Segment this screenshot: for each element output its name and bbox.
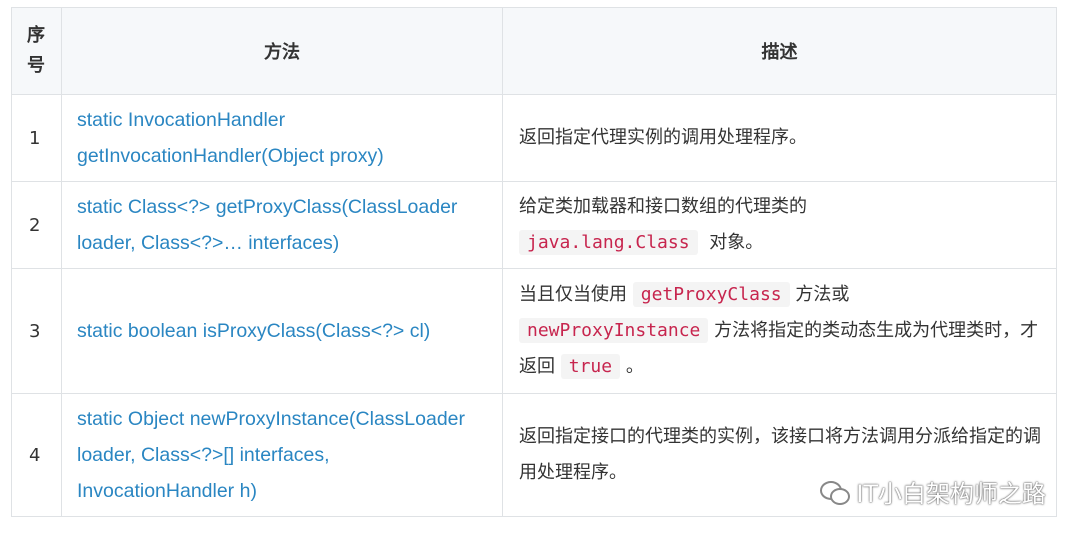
- header-method: 方法: [61, 7, 503, 95]
- table-row: 4 static Object newProxyInstance(ClassLo…: [11, 393, 1057, 517]
- description-cell: 当且仅当使用 getProxyClass 方法或 newProxyInstanc…: [502, 268, 1057, 394]
- method-text: loader, Class<?>[] interfaces,: [77, 444, 330, 466]
- method-cell: static InvocationHandler getInvocationHa…: [61, 94, 503, 182]
- header-description: 描述: [502, 7, 1057, 95]
- row-index: 4: [11, 393, 62, 517]
- method-text: InvocationHandler h): [77, 480, 257, 502]
- table-header-row: 序号 方法 描述: [11, 7, 1057, 95]
- method-text: static Class<?> getProxyClass(ClassLoade…: [77, 196, 458, 218]
- description-cell: 返回指定接口的代理类的实例，该接口将方法调用分派给指定的调用处理程序。: [502, 393, 1057, 517]
- method-text: static InvocationHandler: [77, 109, 286, 131]
- method-cell: static boolean isProxyClass(Class<?> cl): [61, 268, 503, 394]
- table-row: 2 static Class<?> getProxyClass(ClassLoa…: [11, 181, 1057, 269]
- watermark-text: IT小白架构师之路: [856, 480, 1046, 508]
- inline-code: newProxyInstance: [519, 318, 709, 343]
- inline-code: getProxyClass: [632, 282, 790, 307]
- method-text: getInvocationHandler(Object proxy): [77, 145, 384, 167]
- row-index: 1: [11, 94, 62, 182]
- method-text: static boolean isProxyClass(Class<?> cl): [77, 320, 431, 342]
- inline-code: true: [560, 354, 621, 379]
- description-text: 。: [625, 356, 644, 377]
- watermark: IT小白架构师之路: [820, 474, 1046, 509]
- method-cell: static Object newProxyInstance(ClassLoad…: [61, 393, 503, 517]
- header-index: 序号: [11, 7, 62, 95]
- method-cell: static Class<?> getProxyClass(ClassLoade…: [61, 181, 503, 269]
- table-row: 1 static InvocationHandler getInvocation…: [11, 94, 1057, 182]
- description-cell: 给定类加载器和接口数组的代理类的 java.lang.Class 对象。: [502, 181, 1057, 269]
- description-text: 方法或: [795, 284, 850, 305]
- description-text: 当且仅当使用: [519, 284, 627, 305]
- row-index: 2: [11, 181, 62, 269]
- wechat-icon: [820, 479, 851, 505]
- table-row: 3 static boolean isProxyClass(Class<?> c…: [11, 268, 1057, 394]
- method-text: static Object newProxyInstance(ClassLoad…: [77, 408, 466, 430]
- description-text: 方法将指定的类动态生成为代理类时，才返回: [519, 320, 1039, 377]
- method-text: loader, Class<?>… interfaces): [77, 232, 340, 254]
- description-cell: 返回指定代理实例的调用处理程序。: [502, 94, 1057, 182]
- inline-code: java.lang.Class: [519, 230, 698, 255]
- proxy-methods-table: 序号 方法 描述 1 static InvocationHandler getI…: [11, 7, 1057, 517]
- description-text: 给定类加载器和接口数组的代理类的: [519, 196, 807, 217]
- row-index: 3: [11, 268, 62, 394]
- description-text: 对象。: [709, 232, 764, 253]
